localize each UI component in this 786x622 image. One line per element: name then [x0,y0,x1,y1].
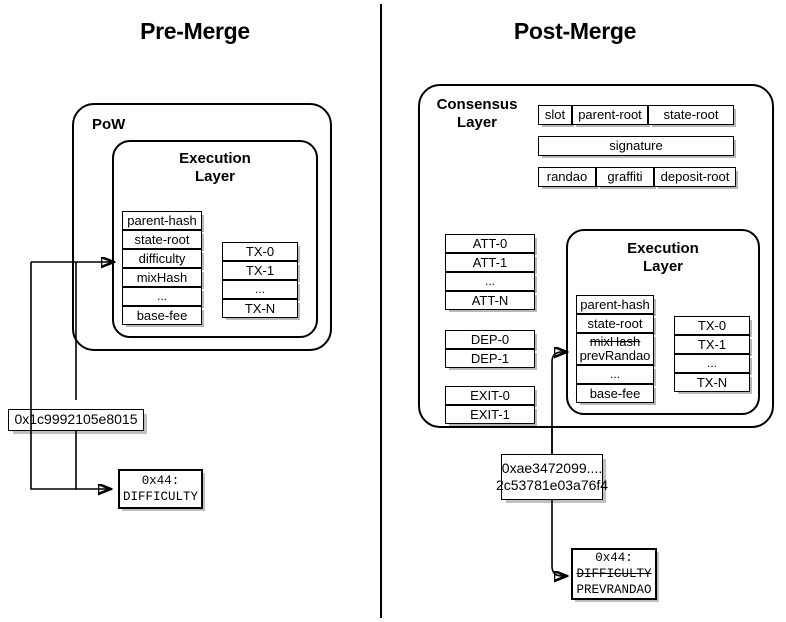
field-state-root: state-root [122,230,202,249]
field-att-ellipsis: ... [445,272,535,291]
field-state-root: state-root [648,105,734,125]
field-tx-n: TX-N [674,373,750,392]
field-dep-1: DEP-1 [445,349,535,368]
field-dep-0: DEP-0 [445,330,535,349]
field-tx-1: TX-1 [222,261,298,280]
field-slot: slot [538,105,572,125]
post-merge-execution-layer-label: Execution Layer [627,240,699,275]
field-tx-ellipsis: ... [674,354,750,373]
field-exit-1: EXIT-1 [445,405,535,424]
field-prevrandao-new: prevRandao [579,348,651,363]
opcode-number: 0x44: [141,474,180,488]
post-merge-tx-stack: TX-0 TX-1 ... TX-N [674,316,750,392]
field-signature: signature [538,136,734,156]
pre-merge-header-stack: parent-hash state-root difficulty mixHas… [122,211,202,325]
field-parent-hash: parent-hash [122,211,202,230]
field-parent-root: parent-root [572,105,648,125]
consensus-row-3: randao graffiti deposit-root [538,167,736,187]
field-ellipsis: ... [122,287,202,306]
field-exit-0: EXIT-0 [445,386,535,405]
field-att-n: ATT-N [445,291,535,310]
arrow-hash-to-opcode [551,500,566,576]
field-state-root: state-root [576,314,654,333]
field-att-1: ATT-1 [445,253,535,272]
field-tx-0: TX-0 [222,242,298,261]
pre-merge-hash-box: 0x1c9992105e8015 [8,409,144,431]
post-merge-hash-box: 0xae3472099.... 2c53781e03a76f4 [496,454,608,500]
deposit-stack: DEP-0 DEP-1 [445,330,535,368]
field-tx-n: TX-N [222,299,298,318]
field-base-fee: base-fee [122,306,202,325]
pre-merge-opcode-box: 0x44: DIFFICULTY [118,469,203,509]
pre-merge-title: Pre-Merge [140,18,250,44]
opcode-new-name: PREVRANDAO [576,583,652,597]
field-att-0: ATT-0 [445,234,535,253]
field-tx-0: TX-0 [674,316,750,335]
opcode-number: 0x44: [595,551,633,565]
field-graffiti: graffiti [596,167,654,187]
field-tx-1: TX-1 [674,335,750,354]
exit-stack: EXIT-0 EXIT-1 [445,386,535,424]
pre-merge-execution-layer-label: Execution Layer [179,150,251,185]
field-randao: randao [538,167,596,187]
consensus-row-2: signature [538,136,734,156]
consensus-layer-label: Consensus Layer [436,96,518,131]
opcode-old-name: DIFFICULTY [576,567,652,581]
field-mixhash-prevrandao: mixHash prevRandao [576,333,654,365]
field-mixhash: mixHash [122,268,202,287]
post-merge-opcode-box: 0x44: DIFFICULTY PREVRANDAO [571,548,657,600]
field-difficulty: difficulty [122,249,202,268]
post-merge-header-stack: parent-hash state-root mixHash prevRanda… [576,295,654,403]
field-ellipsis: ... [576,365,654,384]
pre-merge-tx-stack: TX-0 TX-1 ... TX-N [222,242,298,318]
field-base-fee: base-fee [576,384,654,403]
field-mixhash-old: mixHash [589,334,641,350]
field-parent-hash: parent-hash [576,295,654,314]
opcode-name: DIFFICULTY [122,490,198,504]
post-merge-title: Post-Merge [513,18,637,44]
field-tx-ellipsis: ... [222,280,298,299]
attestation-stack: ATT-0 ATT-1 ... ATT-N [445,234,535,310]
vertical-divider [380,4,382,618]
consensus-row-1: slot parent-root state-root [538,105,734,125]
pow-label: PoW [92,116,126,133]
field-deposit-root: deposit-root [654,167,736,187]
